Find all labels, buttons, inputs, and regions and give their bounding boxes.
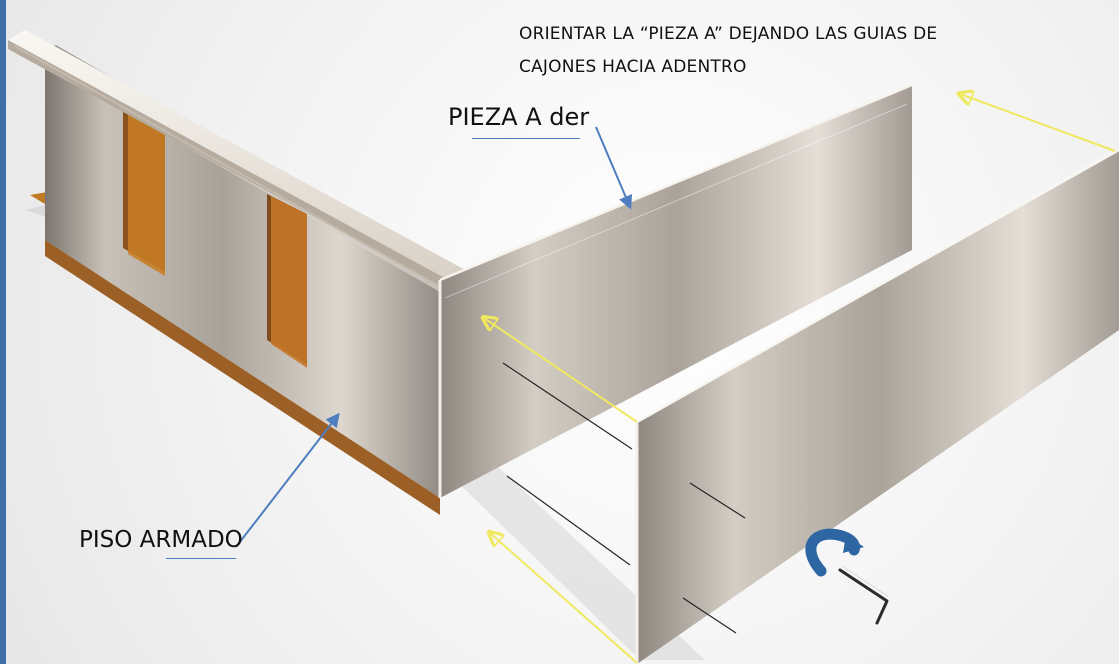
allen-key-icon: [838, 565, 890, 625]
piece-a-label-underline: [472, 138, 580, 139]
floor-shadow: [25, 205, 705, 660]
curved-rotate-arrow-icon: [805, 528, 864, 577]
callout-arrows: [235, 126, 633, 548]
left-border-rule: [0, 0, 6, 664]
floor-assembly-label: PISO ARMADO: [79, 527, 243, 553]
floor-label-underline: [166, 558, 236, 559]
assembly-instruction: ORIENTAR LA “PIEZA A” DEJANDO LAS GUIAS …: [519, 18, 989, 84]
front-panel: [635, 148, 1119, 664]
top-rail: [8, 30, 480, 299]
instruction-line-2: CAJONES HACIA ADENTRO: [519, 57, 747, 77]
assembly-guide-lines: [484, 94, 1116, 664]
piece-a-right-panel: [438, 83, 913, 498]
instruction-line-1: ORIENTAR LA “PIEZA A” DEJANDO LAS GUIAS …: [519, 24, 938, 44]
piece-a-label: PIEZA A der: [448, 103, 590, 131]
assembled-floor-unit: [30, 45, 490, 515]
tool-icons: [805, 528, 890, 625]
